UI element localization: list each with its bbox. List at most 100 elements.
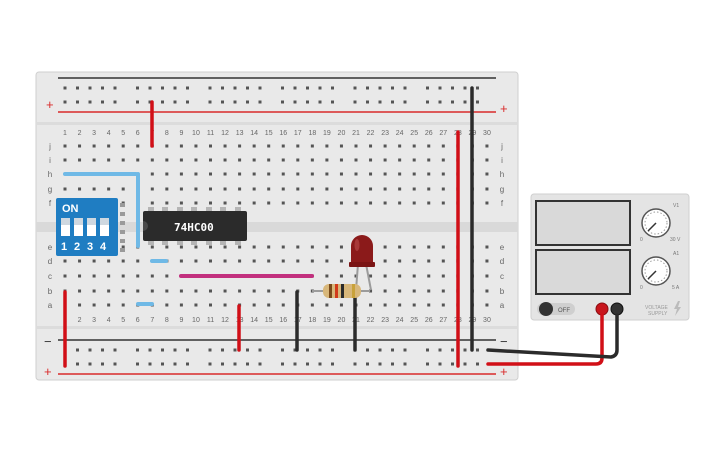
hole[interactable] (441, 201, 445, 205)
hole[interactable] (325, 144, 329, 148)
hole[interactable] (427, 303, 431, 307)
hole[interactable] (296, 158, 300, 162)
hole[interactable] (223, 303, 227, 307)
rail-hole[interactable] (101, 100, 104, 104)
rail-hole[interactable] (366, 100, 369, 104)
hole[interactable] (121, 289, 125, 293)
rail-hole[interactable] (161, 100, 164, 104)
rail-hole[interactable] (221, 86, 224, 90)
rail-hole[interactable] (246, 86, 249, 90)
hole[interactable] (252, 158, 256, 162)
rail-hole[interactable] (391, 86, 394, 90)
hole[interactable] (150, 172, 154, 176)
hole[interactable] (267, 303, 271, 307)
rail-hole[interactable] (88, 100, 92, 104)
supply-wire-negative[interactable] (486, 313, 619, 359)
rail-hole[interactable] (293, 100, 297, 104)
hole[interactable] (179, 144, 183, 148)
rail-hole[interactable] (258, 86, 262, 90)
hole[interactable] (369, 289, 373, 293)
hole[interactable] (310, 245, 314, 249)
resistor[interactable] (312, 284, 370, 298)
hole[interactable] (267, 158, 271, 162)
hole[interactable] (354, 201, 358, 205)
hole[interactable] (209, 245, 212, 249)
rail-hole[interactable] (113, 362, 117, 366)
rail-hole[interactable] (233, 362, 237, 366)
hole[interactable] (383, 201, 387, 205)
rail-hole[interactable] (438, 100, 442, 104)
hole[interactable] (92, 289, 96, 293)
hole[interactable] (339, 245, 343, 249)
hole[interactable] (252, 303, 256, 307)
hole[interactable] (150, 289, 154, 293)
hole[interactable] (209, 303, 212, 307)
hole[interactable] (194, 187, 198, 191)
hole[interactable] (281, 259, 285, 263)
hole[interactable] (325, 303, 329, 307)
rail-hole[interactable] (318, 86, 322, 90)
hole[interactable] (209, 144, 212, 148)
hole[interactable] (223, 187, 227, 191)
rail-hole[interactable] (353, 100, 357, 104)
rail-hole[interactable] (403, 362, 407, 366)
hole[interactable] (412, 274, 416, 278)
rail-hole[interactable] (331, 348, 334, 352)
hole[interactable] (252, 201, 256, 205)
hole[interactable] (412, 187, 416, 191)
hole[interactable] (150, 201, 154, 205)
hole[interactable] (427, 158, 431, 162)
hole[interactable] (223, 259, 227, 263)
rail-hole[interactable] (306, 362, 309, 366)
hole[interactable] (485, 303, 489, 307)
hole[interactable] (354, 274, 358, 278)
hole[interactable] (354, 144, 358, 148)
hole[interactable] (107, 289, 111, 293)
hole[interactable] (150, 158, 154, 162)
rail-hole[interactable] (173, 86, 177, 90)
rail-hole[interactable] (136, 86, 139, 90)
hole[interactable] (383, 303, 387, 307)
hole[interactable] (296, 187, 300, 191)
hole[interactable] (412, 158, 416, 162)
hole[interactable] (150, 187, 154, 191)
hole[interactable] (427, 259, 431, 263)
hole[interactable] (150, 245, 154, 249)
dip-toggle-1[interactable] (61, 218, 70, 236)
rail-hole[interactable] (318, 362, 322, 366)
hole[interactable] (485, 259, 489, 263)
hole[interactable] (412, 303, 416, 307)
hole[interactable] (179, 187, 183, 191)
hole[interactable] (441, 245, 445, 249)
hole[interactable] (238, 144, 242, 148)
hole[interactable] (427, 274, 431, 278)
hole[interactable] (412, 144, 416, 148)
hole[interactable] (485, 172, 489, 176)
rail-hole[interactable] (353, 86, 357, 90)
rail-hole[interactable] (173, 348, 177, 352)
rail-hole[interactable] (161, 86, 164, 90)
voltage-knob[interactable] (641, 208, 671, 238)
rail-hole[interactable] (233, 86, 237, 90)
rail-hole[interactable] (331, 86, 334, 90)
hole[interactable] (427, 187, 431, 191)
hole[interactable] (252, 289, 256, 293)
hole[interactable] (354, 172, 358, 176)
hole[interactable] (369, 144, 373, 148)
rail-hole[interactable] (378, 348, 382, 352)
hole[interactable] (339, 158, 343, 162)
rail-hole[interactable] (463, 100, 467, 104)
hole[interactable] (398, 172, 402, 176)
hole[interactable] (369, 158, 373, 162)
hole[interactable] (209, 172, 212, 176)
hole[interactable] (121, 144, 125, 148)
rail-hole[interactable] (161, 362, 164, 366)
rail-hole[interactable] (318, 348, 322, 352)
rail-hole[interactable] (101, 86, 104, 90)
hole[interactable] (383, 144, 387, 148)
hole[interactable] (267, 245, 271, 249)
hole[interactable] (194, 289, 198, 293)
hole[interactable] (252, 172, 256, 176)
blue-wires[interactable] (63, 172, 168, 306)
rail-hole[interactable] (136, 362, 139, 366)
